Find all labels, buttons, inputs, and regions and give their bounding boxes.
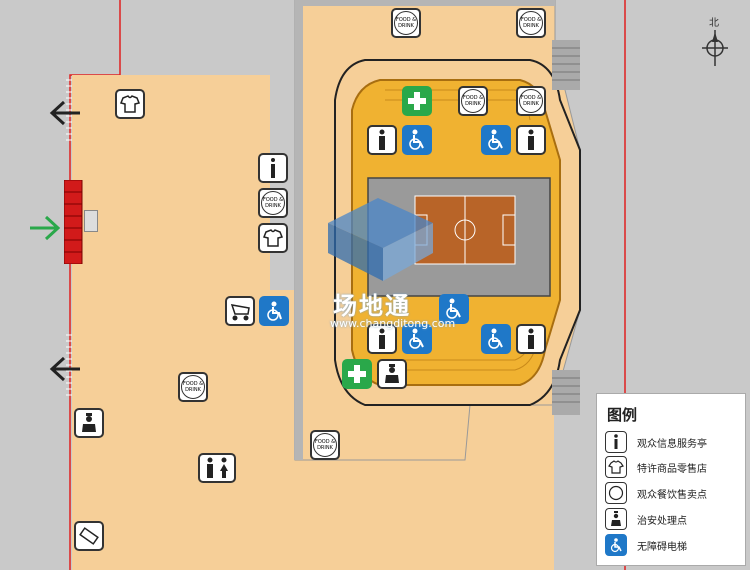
stroller-icon[interactable] [225, 296, 255, 326]
legend-label: 无障碍电梯 [637, 541, 687, 553]
legend-item: 治安处理点 [605, 507, 687, 531]
food-drink-icon[interactable]: FOOD & DRINK [516, 86, 546, 116]
north-label: 北 [709, 18, 719, 29]
security-gate [64, 180, 83, 264]
legend-item: 特许商品零售店 [605, 455, 707, 479]
restroom-male-icon[interactable] [367, 125, 397, 155]
ticket-booth [84, 210, 98, 232]
entry-arrow-icon [30, 215, 61, 241]
food-drink-icon[interactable]: FOOD & DRINK [310, 430, 340, 460]
legend-title: 图例 [607, 406, 638, 424]
legend-item: 观众餐饮售卖点 [605, 481, 707, 505]
food-drink-icon[interactable]: FOOD & DRINK [458, 86, 488, 116]
wheelchair-icon[interactable] [402, 324, 432, 354]
ticket-icon[interactable] [74, 521, 104, 551]
restroom-icon[interactable] [198, 453, 236, 483]
food-drink-icon [605, 482, 627, 504]
wheelchair-icon[interactable] [481, 324, 511, 354]
legend-label: 观众餐饮售卖点 [637, 489, 707, 501]
wheelchair-icon[interactable] [439, 294, 469, 324]
legend: 图例 观众信息服务亭 特许商品零售店 观众餐饮售卖点 治安处理点 无障碍电梯 [596, 393, 746, 566]
food-drink-label: FOOD & DRINK [261, 191, 285, 215]
south-plaza [294, 460, 374, 570]
food-drink-icon[interactable]: FOOD & DRINK [391, 8, 421, 38]
first-aid-icon[interactable] [402, 86, 432, 116]
first-aid-icon[interactable] [342, 359, 372, 389]
food-drink-icon[interactable]: FOOD & DRINK [258, 188, 288, 218]
exit-arrow-icon [49, 356, 80, 382]
watermark-url: www.changditong.com [330, 317, 456, 330]
legend-label: 观众信息服务亭 [637, 438, 707, 450]
security-officer-icon[interactable] [377, 359, 407, 389]
watermark-logo [328, 198, 433, 281]
legend-item: 观众信息服务亭 [605, 430, 707, 454]
restroom-male-icon[interactable] [367, 324, 397, 354]
info-icon [605, 431, 627, 453]
accessible-elevator-icon[interactable] [259, 296, 289, 326]
wheelchair-icon[interactable] [481, 125, 511, 155]
legend-item: 无障碍电梯 [605, 533, 687, 557]
wheelchair-icon[interactable] [402, 125, 432, 155]
compass-icon [702, 30, 728, 66]
food-drink-icon[interactable]: FOOD & DRINK [178, 372, 208, 402]
watermark-brand: 场地通 [333, 292, 411, 320]
merchandise-tshirt-icon[interactable] [115, 89, 145, 119]
restroom-male-icon[interactable] [516, 125, 546, 155]
east-steps [552, 40, 580, 415]
accessible-elevator-icon [605, 534, 627, 556]
security-officer-icon [605, 508, 627, 530]
info-icon[interactable] [258, 153, 288, 183]
merchandise-tshirt-icon [605, 456, 627, 478]
food-drink-icon[interactable]: FOOD & DRINK [516, 8, 546, 38]
restroom-male-icon[interactable] [516, 324, 546, 354]
merchandise-tshirt-icon[interactable] [258, 223, 288, 253]
security-officer-icon[interactable] [74, 408, 104, 438]
exit-arrow-icon [49, 100, 80, 126]
west-plaza-lower [72, 290, 294, 570]
legend-label: 特许商品零售店 [637, 463, 707, 475]
legend-label: 治安处理点 [637, 515, 687, 527]
